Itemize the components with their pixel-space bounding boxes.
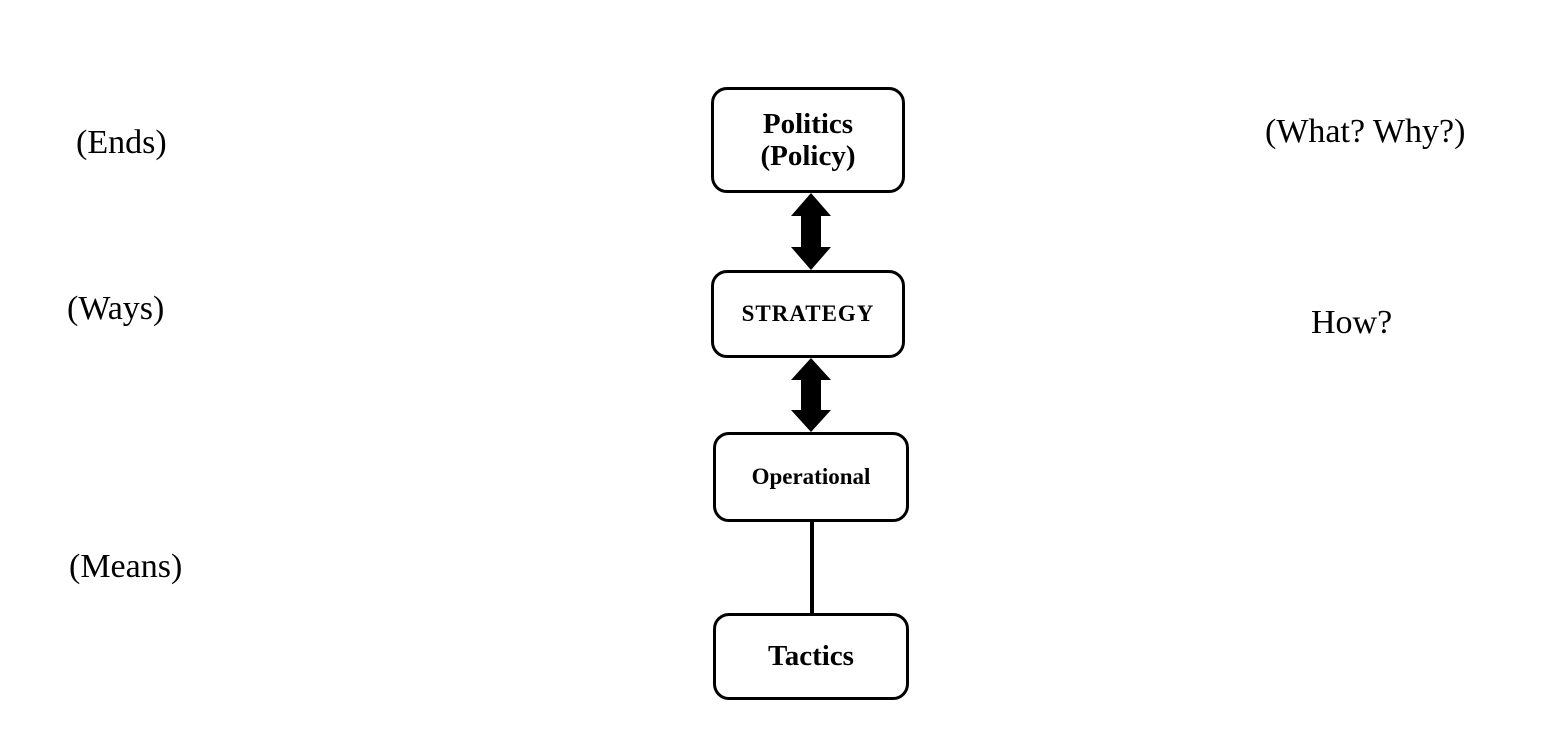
label-what-why: (What? Why?): [1265, 113, 1466, 150]
box-operational-label: Operational: [751, 464, 871, 490]
box-operational: Operational: [713, 432, 909, 522]
label-ways: (Ways): [67, 290, 165, 327]
label-means: (Means): [69, 548, 183, 585]
box-politics-policy: Politics (Policy): [711, 87, 905, 193]
double-arrow-strategy-operational: [791, 358, 831, 432]
box-politics-line2: (Policy): [760, 140, 856, 172]
box-tactics-label: Tactics: [768, 640, 854, 673]
label-ends: (Ends): [76, 124, 167, 161]
box-tactics: Tactics: [713, 613, 909, 700]
box-strategy-label: STRATEGY: [741, 301, 875, 327]
double-arrow-politics-strategy: [791, 193, 831, 270]
label-how: How?: [1311, 304, 1393, 341]
box-strategy: STRATEGY: [711, 270, 905, 358]
box-politics-line1: Politics: [762, 107, 854, 140]
